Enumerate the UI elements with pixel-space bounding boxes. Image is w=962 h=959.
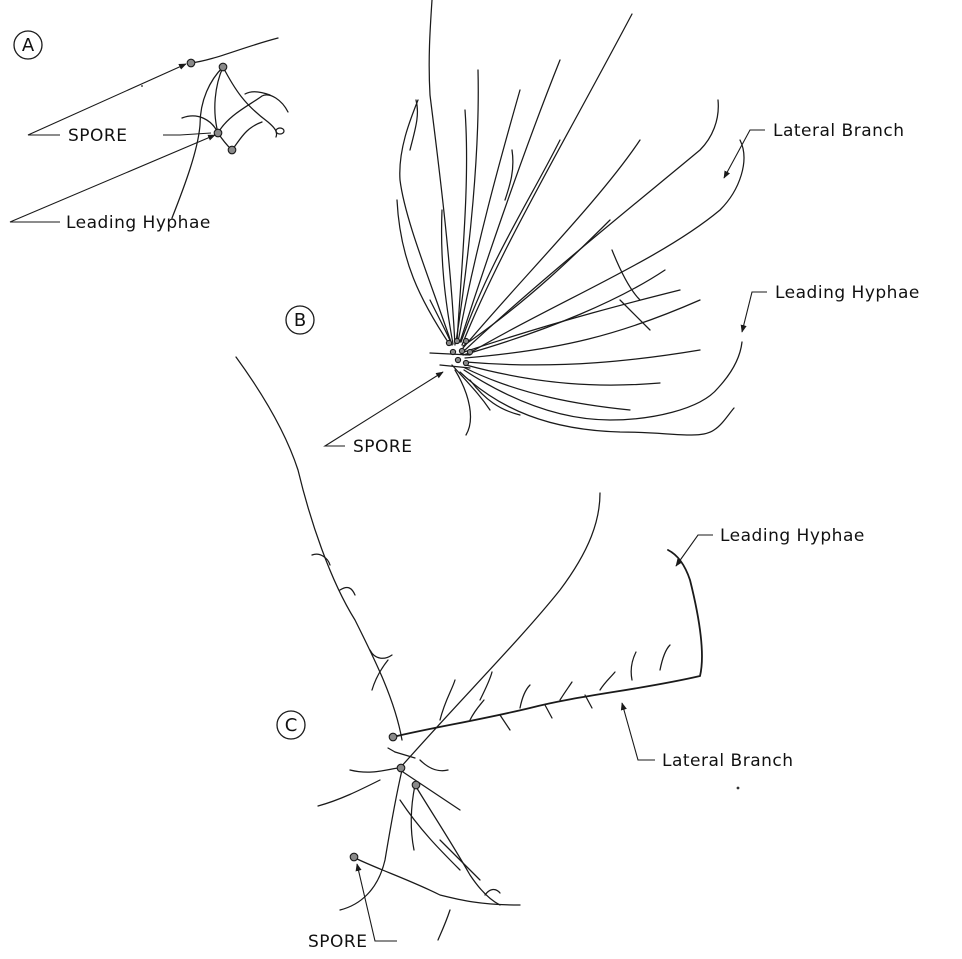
spore bbox=[412, 781, 420, 789]
panel-a-spore-arrow bbox=[28, 64, 186, 135]
panel-a-spore-leader bbox=[163, 133, 211, 135]
panel-b-hyphae bbox=[397, 0, 744, 435]
panel-c-spore-arrow bbox=[357, 864, 397, 941]
spore bbox=[459, 348, 464, 353]
spore bbox=[467, 349, 472, 354]
panel-c-hyphae bbox=[236, 357, 702, 940]
panel-b-spore-arrow bbox=[325, 372, 443, 446]
speck bbox=[141, 85, 143, 87]
speck bbox=[737, 787, 740, 790]
spore bbox=[219, 63, 227, 71]
panel-b-lateral-label: Lateral Branch bbox=[773, 121, 905, 141]
panel-a: A SPORE Leading Hyphae bbox=[10, 31, 288, 233]
panel-a-leading-arrow bbox=[10, 135, 215, 222]
panel-c-lateral-label: Lateral Branch bbox=[662, 751, 794, 771]
panel-a-leading-label: Leading Hyphae bbox=[66, 213, 211, 233]
panel-c-leading-label: Leading Hyphae bbox=[720, 526, 865, 546]
panel-a-spores bbox=[187, 59, 236, 154]
spore bbox=[214, 129, 222, 137]
panel-b-label: B bbox=[294, 310, 306, 331]
spore bbox=[228, 146, 236, 154]
panel-c-spores bbox=[350, 733, 420, 861]
panel-c-label: C bbox=[285, 715, 298, 736]
panel-b-spore-label: SPORE bbox=[353, 437, 412, 457]
panel-b-leading-arrow bbox=[742, 292, 767, 332]
panel-b-leading-label: Leading Hyphae bbox=[775, 283, 920, 303]
spore bbox=[350, 853, 358, 861]
spore bbox=[463, 338, 468, 343]
spore bbox=[187, 59, 195, 67]
panel-c-spore-label: SPORE bbox=[308, 932, 367, 952]
spore bbox=[463, 360, 468, 365]
spore bbox=[454, 338, 459, 343]
panel-a-spore-label: SPORE bbox=[68, 126, 127, 146]
panel-a-label: A bbox=[22, 35, 35, 56]
spore bbox=[397, 764, 405, 772]
spore bbox=[446, 340, 451, 345]
panel-b-spores bbox=[446, 338, 472, 365]
spore bbox=[389, 733, 397, 741]
panel-c-lateral-arrow bbox=[622, 703, 655, 760]
panel-b: B bbox=[286, 0, 920, 457]
panel-b-lateral-arrow bbox=[724, 130, 765, 178]
spore bbox=[450, 349, 455, 354]
spore bbox=[455, 357, 460, 362]
